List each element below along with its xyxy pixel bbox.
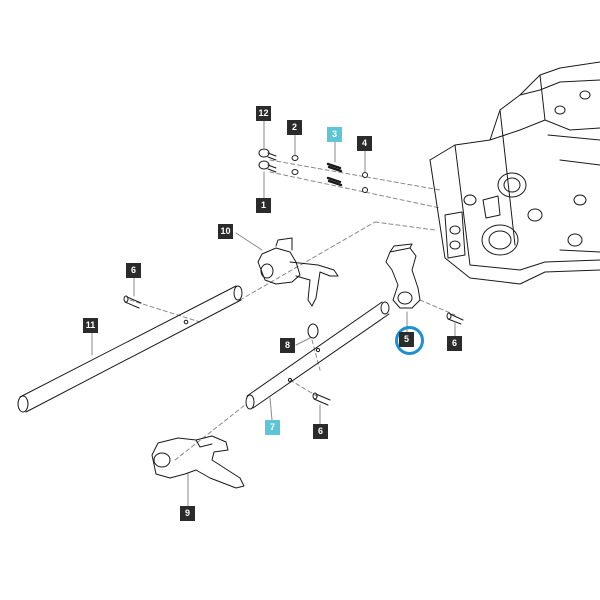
callout-7[interactable]: 7 [265,420,280,435]
assembly-guide-lines [129,159,456,461]
callout-5[interactable]: 5 [399,332,414,347]
balls-4 [362,172,368,193]
shift-fork-10 [257,237,339,307]
roll-pins-6 [123,295,464,406]
callout-4[interactable]: 4 [357,136,372,151]
callout-6-lower[interactable]: 6 [313,424,328,439]
shift-fork-9 [151,435,245,489]
screws-12-1 [258,148,277,173]
gearbox-housing [429,61,600,285]
callout-6-right[interactable]: 6 [447,336,462,351]
shift-rail-11 [17,285,243,413]
callout-1[interactable]: 1 [256,198,271,213]
callout-12[interactable]: 12 [256,106,271,121]
callout-8[interactable]: 8 [280,338,295,353]
callout-11[interactable]: 11 [83,318,98,333]
callout-6-upper[interactable]: 6 [126,263,141,278]
shift-rail-7 [245,301,390,410]
springs-3 [326,162,343,187]
selector-arm-5 [385,243,421,309]
callout-10[interactable]: 10 [218,224,233,239]
selected-part-highlight [395,326,424,355]
callout-2[interactable]: 2 [287,120,302,135]
callout-leaders [91,119,456,507]
callout-9[interactable]: 9 [180,506,195,521]
detent-8 [307,323,319,339]
callout-3[interactable]: 3 [327,127,342,142]
